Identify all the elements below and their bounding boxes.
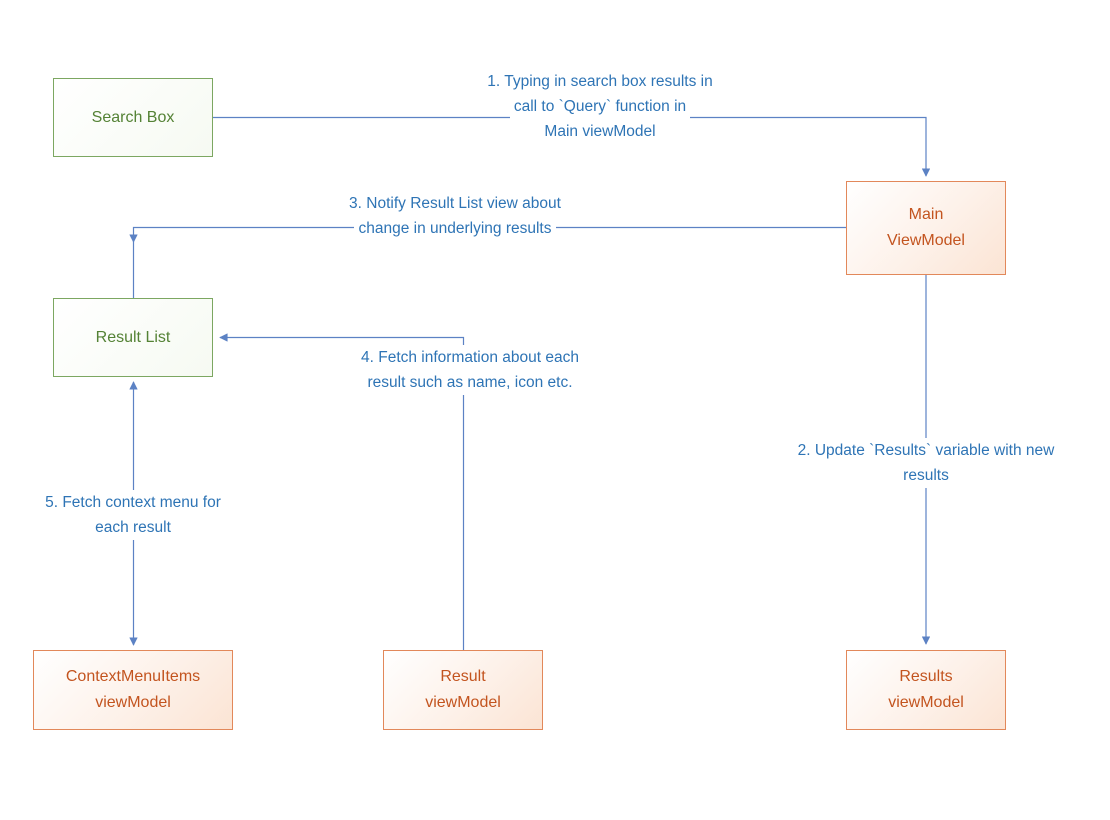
node-contextmenuitems-label-line2: viewModel [95,694,171,711]
arrow-resultvm-to-resultlist [219,333,465,650]
edge-label-step2-line2: results [899,463,953,488]
edge-label-step4: 4. Fetch information about each result s… [315,345,625,395]
node-contextmenuitems-label-line1: ContextMenuItems [65,668,201,685]
edge-label-step1-line2: call to `Query` function in [509,94,691,119]
edge-label-step3-line2: change in underlying results [354,216,556,241]
edge-label-step5: 5. Fetch context menu for each result [13,490,253,540]
node-results-viewmodel: Results viewModel [846,650,1006,730]
edge-label-step4-line1: 4. Fetch information about each [357,345,583,370]
arrow-search-to-mainvm [213,116,931,177]
node-main-viewmodel-label-line1: Main [908,206,944,223]
edge-label-step3-line1: 3. Notify Result List view about [345,191,565,216]
node-result-viewmodel-label-line2: viewModel [425,694,501,711]
node-result-list: Result List [53,298,213,377]
edge-label-step2-line1: 2. Update `Results` variable with new [793,438,1059,463]
node-search-box-label: Search Box [91,108,175,126]
node-search-box: Search Box [53,78,213,157]
node-result-viewmodel: Result viewModel [383,650,543,730]
node-result-list-label: Result List [95,328,171,346]
node-contextmenuitems-viewmodel: ContextMenuItems viewModel [33,650,233,730]
node-result-viewmodel-label-line1: Result [440,668,486,685]
edge-label-step3: 3. Notify Result List view about change … [305,191,605,241]
edge-label-step2: 2. Update `Results` variable with new re… [761,438,1091,488]
arrow-mainvm-to-resultlist [129,226,846,243]
edge-label-step5-line1: 5. Fetch context menu for [41,490,225,515]
node-results-viewmodel-label-line1: Results [899,668,953,685]
edge-label-step1: 1. Typing in search box results in call … [440,69,760,144]
node-main-viewmodel-label-line2: ViewModel [887,232,965,249]
edge-label-step1-line3: Main viewModel [540,119,660,144]
edge-label-step1-line1: 1. Typing in search box results in [483,69,717,94]
node-main-viewmodel: Main ViewModel [846,181,1006,275]
edge-label-step4-line2: result such as name, icon etc. [363,370,577,395]
node-results-viewmodel-label-line2: viewModel [888,694,964,711]
edge-label-step5-line2: each result [91,515,175,540]
